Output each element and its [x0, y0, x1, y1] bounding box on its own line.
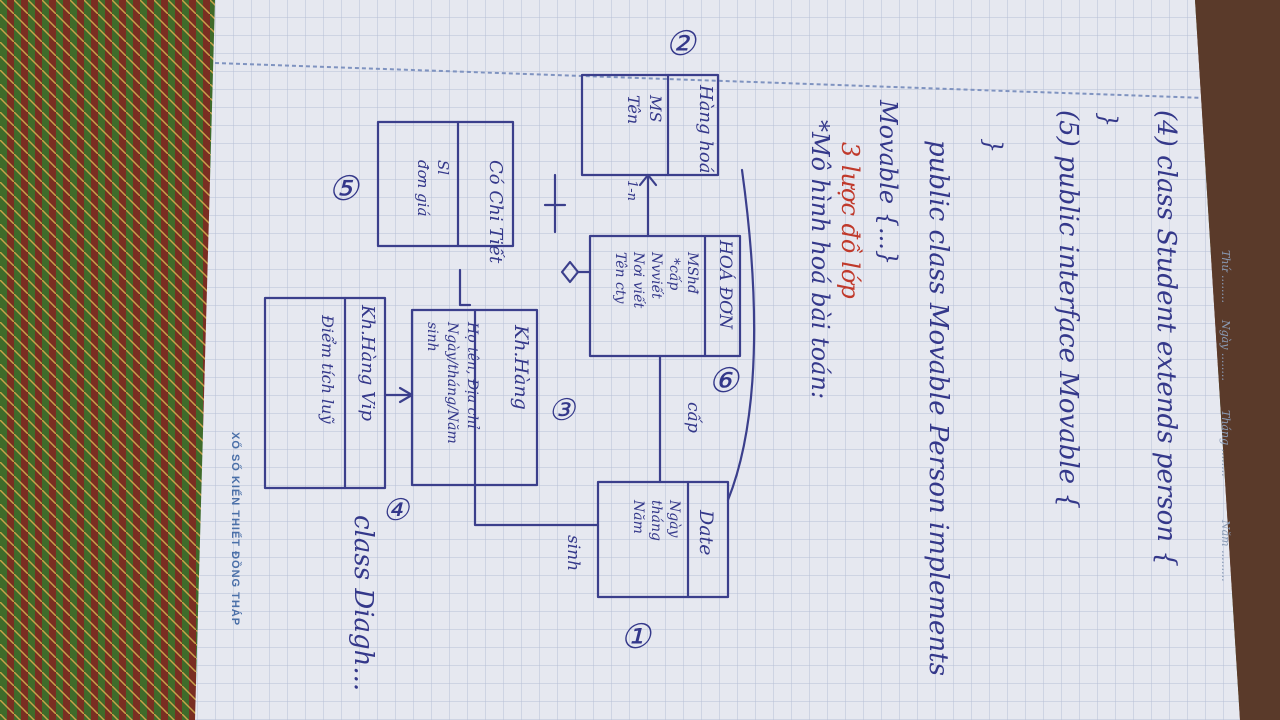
class-hang-hoa: Hàng hoá MS Tên — [580, 73, 720, 177]
class-date: Date Ngày tháng Năm — [596, 480, 730, 599]
header-thu: Thứ ........ — [1219, 250, 1232, 303]
hang-hoa-attr-ms: MS — [646, 94, 665, 122]
hoa-don-title: HOÁ ĐƠN — [715, 239, 736, 330]
hoa-don-attr-mshd: MShđ — [684, 251, 700, 295]
code-line-5: (5) public interface Movable { — [1053, 110, 1083, 509]
hoa-don-attr-nvviet: Nvviết — [648, 251, 665, 299]
code-line-4: (4) class Student extends person { — [1151, 110, 1181, 567]
connectors — [383, 168, 756, 527]
chi-tiet-title: Có Chi Tiết — [485, 160, 506, 264]
header-thang: Tháng ........ — [1219, 410, 1232, 477]
class-hoa-don: HOÁ ĐƠN MShđ *cấp Nvviết Nơi viết Tên ct… — [588, 234, 742, 358]
class-chi-tiet: Có Chi Tiết Sl đơn giá — [376, 120, 515, 264]
chi-tiet-attr-don-gia: đơn giá — [414, 160, 432, 216]
class-kh-hang: Kh.Hàng Họ tên, Địa chỉ Ngày/tháng/Năm s… — [410, 308, 539, 487]
code-line-6a: public class Movable Person implements — [923, 140, 953, 676]
code-line-4-close: } — [1094, 112, 1122, 127]
label-multiplicity: 1-n — [624, 180, 639, 201]
label-n4: ④ — [382, 493, 411, 528]
kh-vip-attr-diem: Điểm tích luỹ — [318, 314, 337, 424]
label-n6: ⑥ — [708, 361, 740, 401]
label-n3: ③ — [548, 393, 577, 428]
kh-hang-attr-ho-ten: Họ tên, Địa chỉ — [464, 321, 481, 429]
kh-vip-title: Kh.Hàng Vip — [357, 304, 378, 421]
page-footer: XỔ SỐ KIẾN THIẾT ĐỒNG THÁP — [229, 432, 243, 626]
label-cap: cấp — [683, 402, 703, 433]
date-attr-thang: tháng — [648, 500, 664, 541]
header-nam: Năm ......... — [1219, 519, 1232, 582]
label-class-diagram: class Diagh... — [348, 515, 378, 691]
heading-model: *Mô hình hoá bài toán: — [806, 120, 834, 399]
kh-hang-title: Kh.Hàng — [510, 324, 532, 410]
label-n2: ② — [665, 24, 697, 64]
date-title: Date — [695, 509, 717, 555]
kh-hang-attr-ngay: Ngày/tháng/Năm — [444, 321, 460, 444]
date-attr-nam: Năm — [630, 499, 646, 534]
hoa-don-attr-cap: *cấp — [666, 258, 683, 290]
label-n5: ⑤ — [328, 169, 360, 209]
number-labels: ② ⑤ ⑥ ③ ④ ① — [328, 24, 740, 657]
notebook-page — [195, 0, 1280, 720]
hoa-don-attr-noi-viet: Nơi viết — [630, 251, 647, 309]
code-line-6b: Movable {...} — [874, 99, 902, 265]
label-sinh: sinh — [563, 535, 583, 571]
date-attr-ngay: Ngày — [666, 499, 682, 539]
hoa-don-attr-ten-cty: Tên cty — [612, 252, 628, 304]
class-kh-vip: Kh.Hàng Vip Điểm tích luỹ — [263, 296, 387, 490]
chi-tiet-attr-sl: Sl — [434, 160, 452, 175]
hang-hoa-attr-ten: Tên — [624, 95, 643, 124]
label-n1: ① — [620, 617, 652, 657]
heading-class-diagram: 3 lược đồ lớp — [836, 142, 864, 299]
kh-hang-attr-sinh: sinh — [424, 322, 440, 352]
hang-hoa-title: Hàng hoá — [695, 84, 716, 173]
header-ngay: Ngày ........ — [1219, 319, 1232, 381]
code-line-5-close: } — [979, 138, 1007, 153]
